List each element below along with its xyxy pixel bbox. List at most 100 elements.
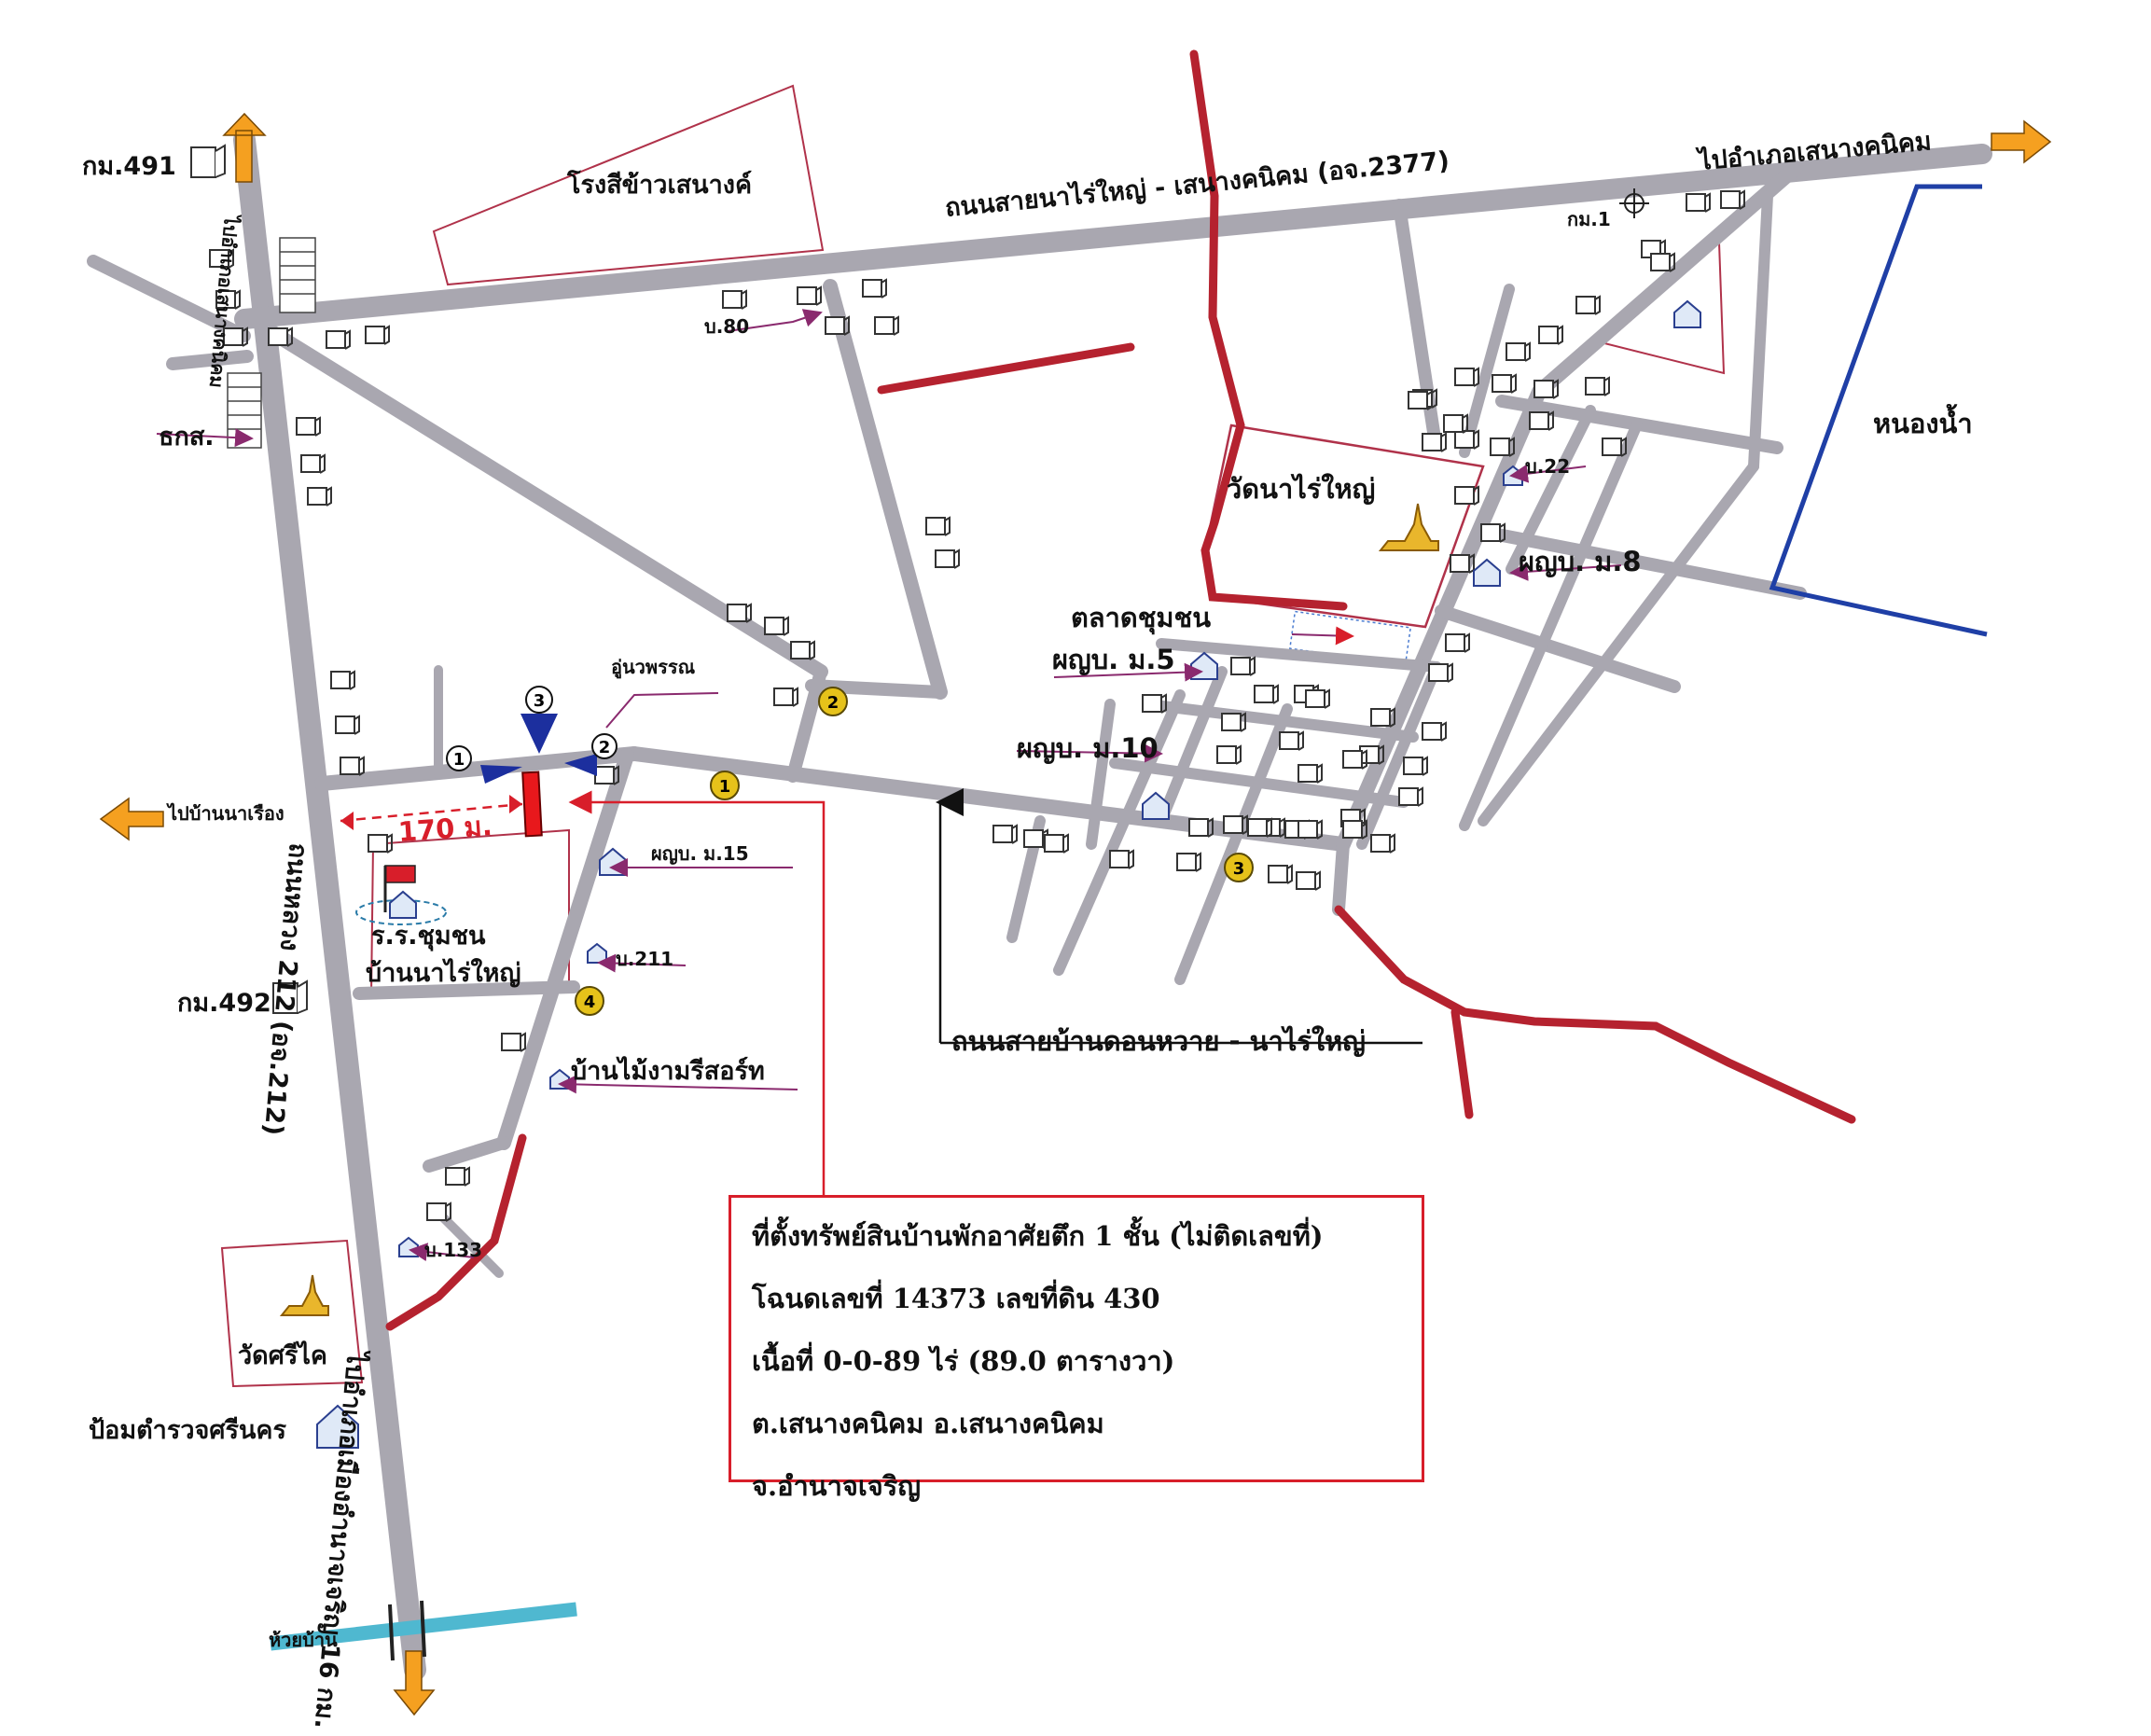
house-square <box>300 454 321 473</box>
house-square <box>1602 437 1622 456</box>
house-square <box>1538 326 1559 344</box>
red-road-temple <box>1200 421 1348 611</box>
svg-text:4: 4 <box>584 993 596 1012</box>
km-post-icons <box>190 144 308 1014</box>
house-square <box>307 487 327 506</box>
resort-label: บ้านไม้งามรีสอร์ท <box>571 1057 765 1086</box>
house-square <box>1443 414 1464 433</box>
rice-mill-area <box>432 84 825 286</box>
house-square <box>925 517 946 535</box>
hatched-buildings <box>227 237 316 449</box>
house-square <box>1398 787 1419 806</box>
blue-markers: 1 3 2 <box>446 686 618 784</box>
house-square <box>1247 818 1268 837</box>
school-label-line1: ร.ร.ชุมชน <box>371 922 486 951</box>
house-square <box>426 1202 447 1221</box>
house-square <box>1216 745 1237 764</box>
house-square <box>1585 377 1605 396</box>
house-square <box>1529 411 1549 430</box>
school-label-line2: บ้านนาไร่ใหญ่ <box>366 959 521 988</box>
donhwai-road-label: ถนนสายบ้านดอนหวาย - นาไร่ใหญ่ <box>951 1025 1366 1057</box>
house-square <box>1142 694 1162 713</box>
svg-text:1: 1 <box>719 777 731 797</box>
house-square <box>365 326 385 344</box>
red-road-north <box>1189 49 1245 430</box>
b22-label: บ.22 <box>1525 455 1571 478</box>
house-square <box>1023 829 1044 848</box>
flag-icon <box>384 865 416 883</box>
km-post-icon-491 <box>190 144 226 178</box>
house-square <box>368 834 388 853</box>
main-road-2377 <box>234 144 1992 329</box>
svg-text:2: 2 <box>599 738 611 757</box>
red-road-southeast <box>1334 905 1856 1124</box>
b133-label: บ.133 <box>424 1239 483 1261</box>
arrow-icon-east <box>1991 119 2052 164</box>
highway-212 <box>233 129 426 1681</box>
market-label: ตลาดชุมชน <box>1071 602 1212 633</box>
property-info-line1: ที่ตั้งทรัพย์สินบ้านพักอาศัยตึก 1 ชั้น (… <box>752 1220 1324 1252</box>
house-squares <box>209 189 1745 1222</box>
village-head-m15-label: ผญบ. ม.15 <box>651 842 749 865</box>
property-info-line5: จ.อำนาจเจริญ <box>752 1470 922 1502</box>
arrow-icon-north <box>222 112 267 183</box>
km492-label: กม.492 <box>177 989 271 1018</box>
distance-measure <box>340 795 523 830</box>
house-square <box>340 757 360 775</box>
house-square <box>1176 853 1197 871</box>
property-info-box: ที่ตั้งทรัพย์สินบ้านพักอาศัยตึก 1 ชั้น (… <box>729 1195 1424 1502</box>
yellow-markers: 1 2 3 4 <box>575 687 1254 1016</box>
house-icon-m8 <box>1473 558 1501 587</box>
house-square <box>764 617 784 635</box>
house-square <box>1454 430 1475 449</box>
house-square <box>1370 708 1391 727</box>
blue-marker-3: 3 <box>520 686 558 754</box>
pond-label: หนองน้ำ <box>1873 408 1973 439</box>
house-square <box>1298 820 1318 839</box>
house-square <box>215 290 236 309</box>
house-square <box>1109 850 1130 868</box>
house-square <box>1305 689 1325 708</box>
house-square <box>825 316 845 335</box>
property-info-line3: เนื้อที่ 0-0-89 ไร่ (89.0 ตารางวา) <box>752 1345 1175 1377</box>
house-square <box>1454 368 1475 386</box>
house-square <box>330 671 351 689</box>
b211-label: บ.211 <box>616 948 674 970</box>
house-square <box>1188 818 1209 837</box>
house-square <box>1428 663 1449 682</box>
house-square <box>296 417 316 436</box>
svg-text:3: 3 <box>534 691 546 711</box>
garage-label: อู่นวพรรณ <box>611 656 696 678</box>
house-square <box>862 279 882 298</box>
police-label: ป้อมตำรวจศรีนคร <box>89 1416 286 1445</box>
yellow-marker-2: 2 <box>818 687 848 716</box>
red-road-southwest <box>385 1133 527 1331</box>
wat-sri-khai-area <box>220 1239 364 1388</box>
creek-label: ห้วยบ้าน <box>269 1629 338 1651</box>
blue-marker-1: 1 <box>446 745 522 784</box>
distance-label: 170 ม. <box>396 809 493 848</box>
house-square <box>1223 815 1243 834</box>
house-square <box>1445 633 1465 652</box>
house-square <box>1370 834 1391 853</box>
house-square <box>1403 757 1423 775</box>
yellow-marker-1: 1 <box>710 771 740 800</box>
house-square <box>1450 554 1470 573</box>
red-roads <box>385 49 1856 1331</box>
village-head-m10-label: ผญบ. ม.10 <box>1017 732 1159 764</box>
surveyor-icon <box>1619 188 1649 218</box>
house-square <box>1533 380 1554 398</box>
house-square <box>773 687 794 706</box>
house-icon-resort <box>549 1068 570 1090</box>
house-square <box>1650 253 1671 271</box>
house-square <box>1342 750 1363 769</box>
house-square <box>268 327 288 346</box>
house-square <box>1298 764 1318 783</box>
house-icon-b211 <box>587 942 607 964</box>
arrow-icon-west <box>99 797 164 841</box>
house-square <box>1342 820 1363 839</box>
house-square <box>1454 486 1475 505</box>
temple-icons <box>279 503 1439 1316</box>
house-square <box>727 604 747 622</box>
